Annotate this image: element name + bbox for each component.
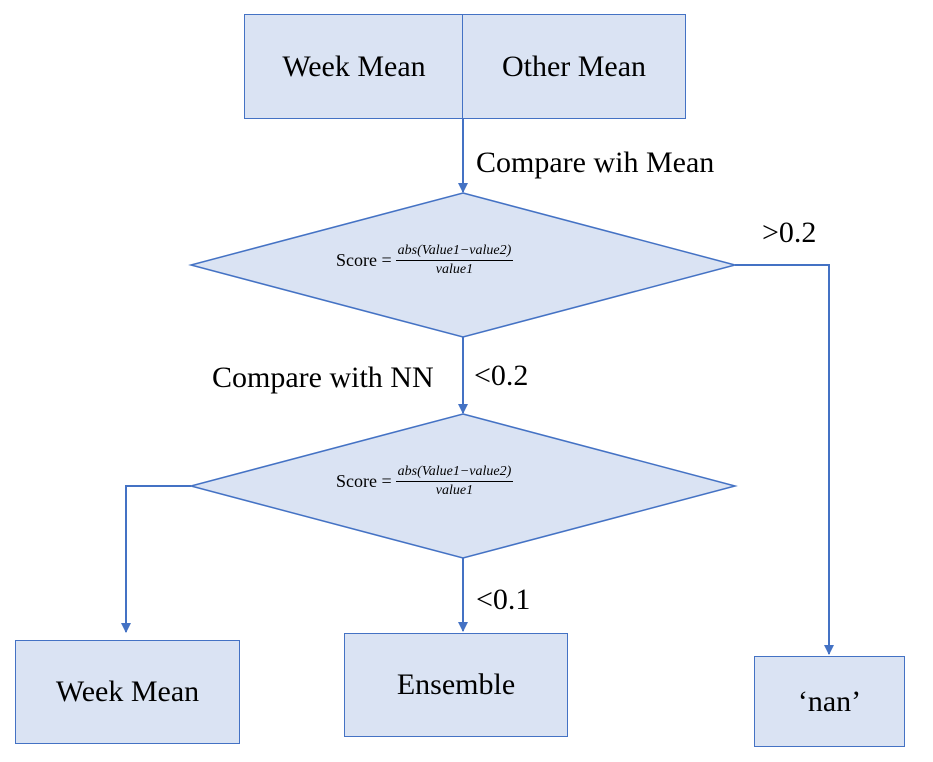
- edge-label-lt-0-1: <0.1: [476, 583, 531, 616]
- edge-label-gt-0-2: >0.2: [762, 216, 817, 249]
- top-box-right-label: Other Mean: [501, 49, 647, 83]
- edge-label-lt-0-2: <0.2: [474, 359, 529, 392]
- formula-2-denominator: value1: [435, 483, 474, 498]
- edge-label-compare-nn: Compare with NN: [212, 361, 434, 394]
- formula-1-denominator: value1: [435, 262, 474, 277]
- top-box-left-label: Week Mean: [282, 49, 426, 83]
- output-nan-box: ‘nan’: [754, 656, 905, 747]
- output-ensemble-label: Ensemble: [396, 668, 516, 701]
- formula-1-fraction: abs(Value1−value2) value1: [395, 243, 514, 278]
- formula-1-numerator: abs(Value1−value2): [395, 243, 514, 261]
- top-box-right: Other Mean: [462, 14, 686, 119]
- edge-label-compare-mean: Compare wih Mean: [476, 146, 715, 179]
- output-ensemble-box: Ensemble: [344, 633, 568, 737]
- output-nan-label: ‘nan’: [797, 684, 862, 718]
- output-week-mean-label: Week Mean: [55, 675, 200, 708]
- decision-2-formula: Score = abs(Value1−value2) value1: [336, 464, 514, 499]
- output-week-mean-box: Week Mean: [15, 640, 240, 744]
- formula-2-prefix: Score =: [336, 471, 392, 491]
- top-box-left: Week Mean: [244, 14, 464, 119]
- arrow-decision2-to-week-mean: [121, 485, 191, 633]
- arrow-decision1-to-nan: [735, 264, 834, 655]
- formula-1-prefix: Score =: [336, 250, 392, 270]
- decision-1-formula: Score = abs(Value1−value2) value1: [336, 243, 514, 278]
- formula-2-numerator: abs(Value1−value2): [395, 464, 514, 482]
- formula-2-fraction: abs(Value1−value2) value1: [395, 464, 514, 499]
